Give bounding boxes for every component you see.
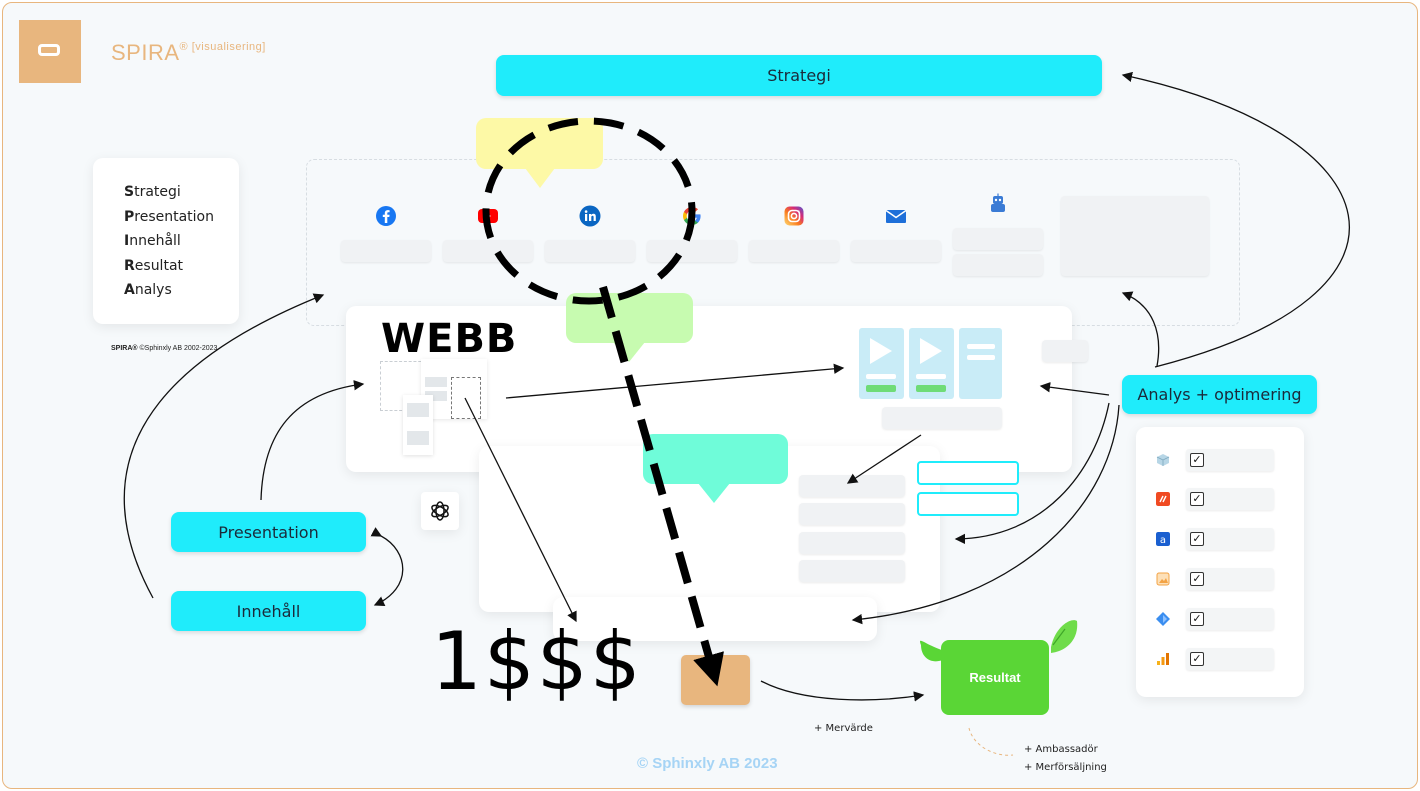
merforsaljning-note: + Merförsäljning bbox=[1024, 762, 1107, 773]
content-placeholder bbox=[799, 475, 905, 497]
tools-card: ✓ ✓ a ✓ ✓ ✓ ✓ bbox=[1136, 427, 1304, 697]
tool-row: ✓ bbox=[1156, 608, 1276, 632]
presentation-label: Presentation bbox=[218, 522, 319, 542]
resultat-label: Resultat bbox=[969, 670, 1021, 685]
mail-icon[interactable] bbox=[885, 205, 907, 227]
content-placeholder bbox=[799, 560, 905, 582]
menu-initial: R bbox=[124, 257, 135, 274]
openai-icon[interactable] bbox=[421, 492, 459, 530]
robot-icon[interactable] bbox=[987, 193, 1009, 215]
channel-placeholder bbox=[953, 228, 1043, 250]
footer-copyright: © Sphinxly AB 2023 bbox=[637, 755, 778, 772]
strategi-label: Strategi bbox=[767, 66, 831, 85]
leaf-decoration-icon bbox=[920, 620, 1078, 662]
brand-title: SPIRA® [visualisering] bbox=[111, 40, 266, 66]
image-icon bbox=[1156, 572, 1170, 586]
analys-label: Analys + optimering bbox=[1137, 385, 1302, 404]
channel-placeholder bbox=[953, 254, 1043, 276]
checkbox[interactable]: ✓ bbox=[1190, 532, 1204, 546]
play-icon bbox=[920, 338, 942, 364]
tool-row: ✓ bbox=[1156, 449, 1276, 473]
checkbox[interactable]: ✓ bbox=[1190, 652, 1204, 666]
cyan-outline-box bbox=[917, 461, 1019, 485]
funnel-card bbox=[553, 597, 877, 641]
copyright-bold: SPIRA® bbox=[111, 345, 138, 352]
brand-reg: ® bbox=[179, 41, 189, 53]
channel-placeholder bbox=[749, 240, 839, 262]
cyan-outline-box bbox=[917, 492, 1019, 516]
tool-row: ✓ bbox=[1156, 568, 1276, 592]
menu-initial: A bbox=[124, 282, 135, 299]
menu-item-innehall: Innehåll bbox=[124, 233, 239, 258]
presentation-pill[interactable]: Presentation bbox=[171, 512, 366, 552]
play-icon bbox=[870, 338, 892, 364]
menu-rest: nalys bbox=[134, 282, 172, 299]
ambassador-note: + Ambassadör bbox=[1024, 744, 1098, 755]
text-card bbox=[959, 328, 1002, 399]
money-label: 1$$$ bbox=[431, 615, 643, 708]
checkbox[interactable]: ✓ bbox=[1190, 612, 1204, 626]
content-placeholder bbox=[799, 532, 905, 554]
copyright-small: SPIRA® ©Sphinxly AB 2002-2023 bbox=[111, 345, 217, 352]
innehall-label: Innehåll bbox=[236, 601, 301, 621]
tool-row: a ✓ bbox=[1156, 528, 1276, 552]
resultat-box: Resultat bbox=[941, 640, 1049, 715]
checkbox[interactable]: ✓ bbox=[1190, 453, 1204, 467]
a-icon: a bbox=[1156, 532, 1170, 546]
diamond-icon bbox=[1156, 612, 1170, 626]
video-card bbox=[909, 328, 954, 399]
menu-item-strategi: Strategi bbox=[124, 184, 239, 209]
menu-card: Strategi Presentation Innehåll Resultat … bbox=[93, 158, 239, 324]
flow-arrows bbox=[123, 71, 1351, 756]
mint-chat-bubble bbox=[643, 434, 788, 503]
channel-placeholder bbox=[341, 240, 431, 262]
web-placeholder bbox=[1042, 340, 1088, 362]
copyright-rest: ©Sphinxly AB 2002-2023 bbox=[137, 345, 218, 352]
cube-icon bbox=[1156, 454, 1170, 466]
innehall-pill[interactable]: Innehåll bbox=[171, 591, 366, 631]
wireframe-sketch bbox=[403, 395, 433, 455]
strategi-pill[interactable]: Strategi bbox=[496, 55, 1102, 96]
menu-initial: I bbox=[124, 233, 130, 250]
channel-placeholder bbox=[647, 240, 737, 262]
instagram-icon[interactable] bbox=[783, 205, 805, 227]
channel-placeholder-large bbox=[1061, 196, 1209, 276]
menu-rest: esultat bbox=[134, 257, 184, 274]
yellow-chat-bubble bbox=[476, 118, 603, 188]
hotjar-icon bbox=[1156, 492, 1170, 506]
channel-placeholder bbox=[851, 240, 941, 262]
logo-icon bbox=[19, 20, 81, 83]
video-card bbox=[859, 328, 904, 399]
analys-pill[interactable]: Analys + optimering bbox=[1122, 375, 1317, 414]
facebook-icon[interactable] bbox=[375, 205, 397, 227]
webb-label: WEBB bbox=[381, 316, 518, 362]
menu-initial: P bbox=[124, 208, 135, 225]
checkbox[interactable]: ✓ bbox=[1190, 492, 1204, 506]
mervarde-note: + Mervärde bbox=[814, 723, 873, 734]
menu-item-analys: Analys bbox=[124, 282, 239, 307]
analytics-icon bbox=[1157, 653, 1169, 665]
brand-name: SPIRA bbox=[111, 40, 180, 65]
web-placeholder bbox=[882, 407, 1002, 429]
svg-text:a: a bbox=[1160, 535, 1166, 546]
checkbox[interactable]: ✓ bbox=[1190, 572, 1204, 586]
menu-rest: resentation bbox=[134, 208, 214, 225]
channel-placeholder bbox=[443, 240, 533, 262]
menu-rest: trategi bbox=[134, 184, 181, 200]
menu-initial: S bbox=[124, 184, 135, 200]
linkedin-icon[interactable] bbox=[579, 205, 601, 227]
menu-item-presentation: Presentation bbox=[124, 209, 239, 234]
channel-placeholder bbox=[545, 240, 635, 262]
tool-row: ✓ bbox=[1156, 488, 1276, 512]
brand-suffix: [visualisering] bbox=[191, 41, 266, 53]
menu-item-resultat: Resultat bbox=[124, 258, 239, 283]
content-placeholder bbox=[799, 503, 905, 525]
tool-row: ✓ bbox=[1156, 648, 1276, 672]
menu-rest: nnehåll bbox=[129, 233, 181, 250]
